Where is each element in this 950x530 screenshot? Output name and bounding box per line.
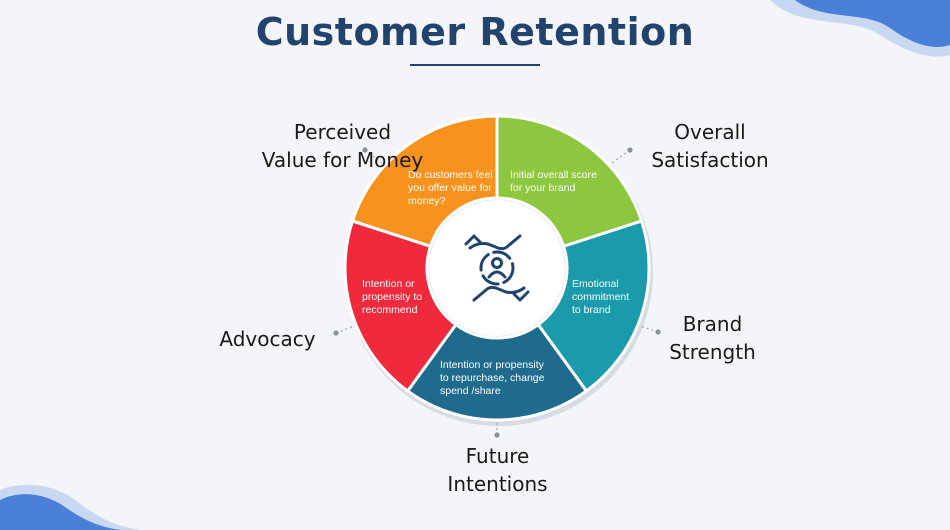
segment-brand-strength [536,219,651,394]
segment-perceived-value [350,114,499,249]
connector-line [611,149,631,164]
corner-wave-decoration [0,484,140,530]
connector-line [639,325,659,333]
segment-future-intentions [405,322,589,422]
connector-line [335,325,355,334]
hands-holding-person-icon [464,234,530,302]
corner-wave-decoration [770,0,950,57]
connector-dot [494,432,500,438]
page-title: Customer Retention [255,10,695,54]
segment-advocacy [343,219,458,394]
segment-overall-satisfaction [495,114,644,249]
connector-dot [655,329,661,335]
connector-dot [627,147,633,153]
connector-dot [362,147,368,153]
label-advocacy: Advocacy [219,327,316,351]
title-underline [410,64,540,66]
connector-line [364,149,383,164]
connector-dot [333,330,339,336]
